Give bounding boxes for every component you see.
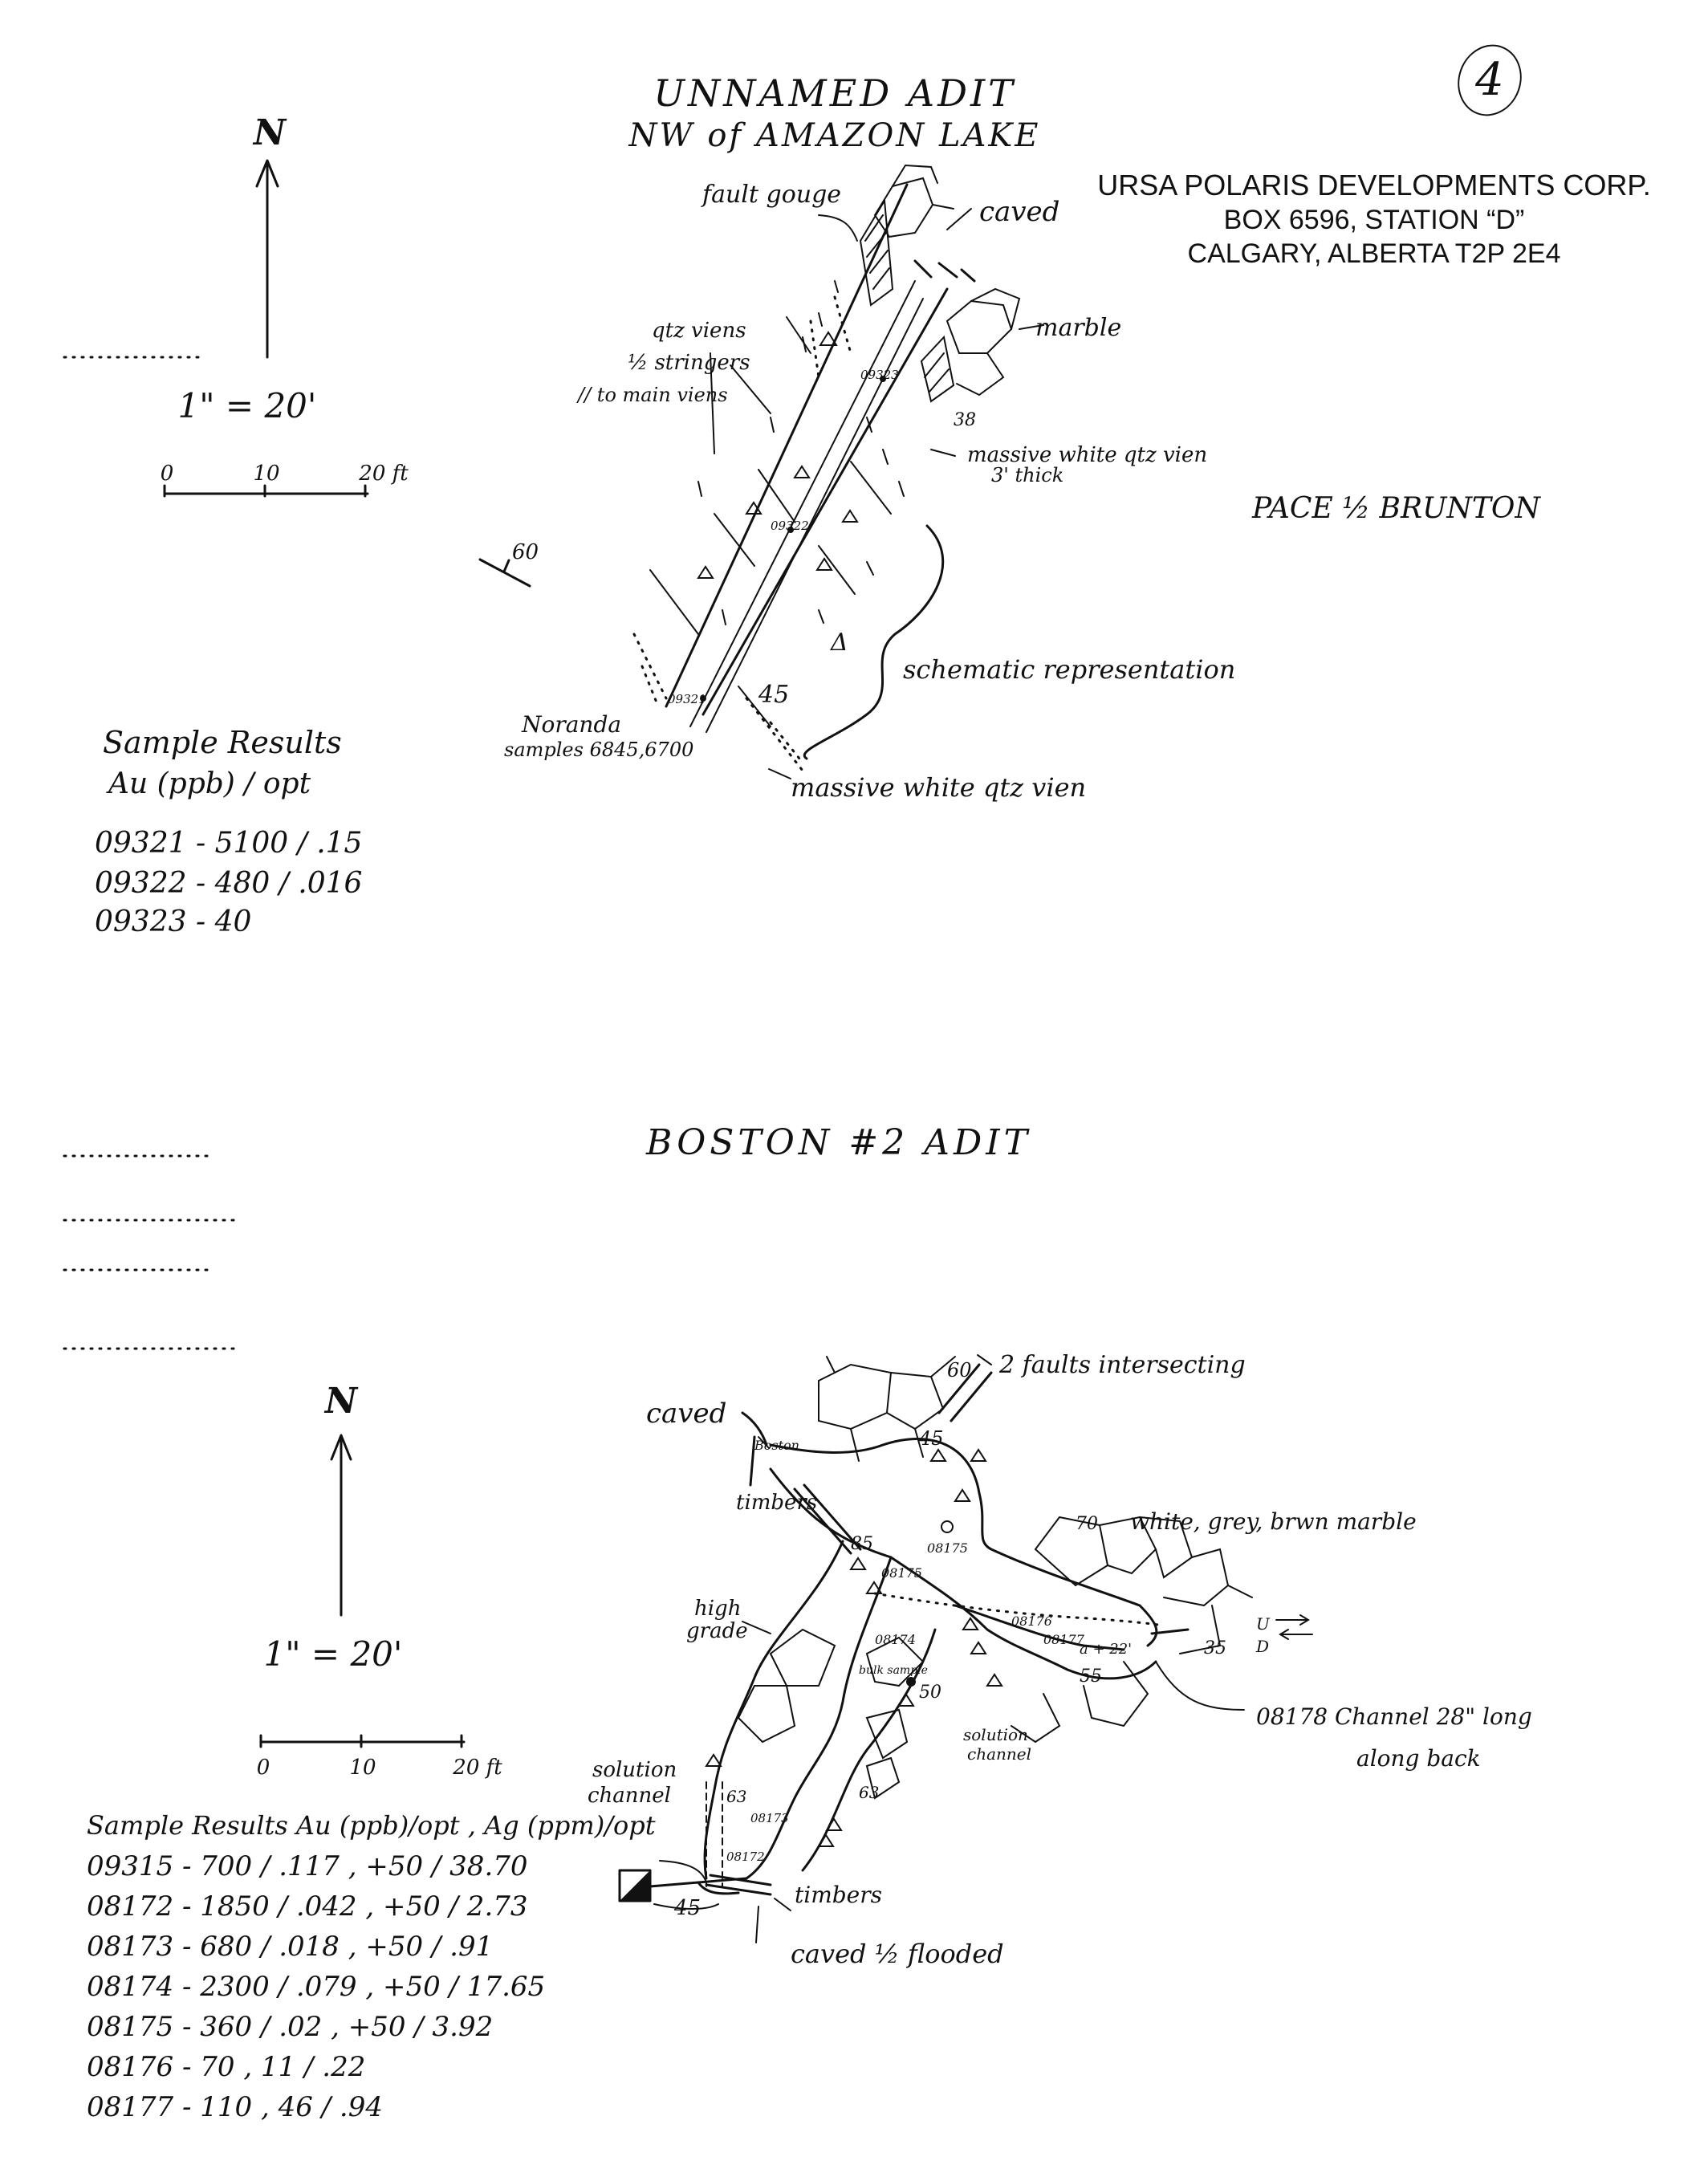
adit2-dip-63: 63 [726,1787,746,1806]
adit2-label-d: D [1255,1637,1269,1656]
adit1-dip-38: 38 [954,410,976,430]
adit2-dip-50: 50 [919,1683,941,1703]
adit1-subtitle: NW of AMAZON LAKE [628,117,1041,154]
adit1-scale-bar: 0 10 20 ft [161,462,409,498]
adit2-dip-63b: 63 [859,1783,879,1802]
adit2-dip-55: 55 [1080,1666,1102,1687]
adit1-results-title: Sample Results [103,725,342,760]
adit1-dip-45: 45 [758,681,789,709]
company-block: URSA POLARIS DEVELOPMENTS CORP. BOX 6596… [1097,169,1651,269]
adit1-results-units: Au (ppb) / opt [106,767,311,800]
adit2-plan-drawing [618,1354,1313,1943]
adit2-label-high: high [694,1597,741,1621]
adit2-dip-35: 35 [1204,1638,1226,1658]
adit1-label-massive-vein-1: massive white qtz vien [967,443,1207,467]
adit2-result-row: 08173 - 680 / .018 , +50 / .91 [87,1931,493,1963]
adit2-label-solution-channel-mid-1: solution [963,1725,1028,1744]
adit2-sample-boston: Boston [754,1438,799,1453]
adit2-label-solution-channel-left-1: solution [592,1758,677,1782]
adit2-sample-08176: 08176 [1011,1613,1052,1629]
adit1-label-caved: caved [979,196,1059,228]
adit2-label-timbers-top: timbers [736,1491,817,1515]
adit1-label-fault-gouge: fault gouge [701,181,841,209]
adit2-scale-bar: 0 10 20 ft [257,1734,502,1780]
adit2-label-bulk: bulk sample [859,1664,928,1677]
adit2-result-row: 08177 - 110 , 46 / .94 [87,2091,383,2123]
adit2-label-u: U [1256,1614,1271,1634]
adit2-dip-85: 85 [851,1534,873,1554]
adit2-label-timbers-bottom: timbers [795,1882,882,1908]
adit1-north-arrow: N [252,112,287,359]
adit2-title: BOSTON #2 ADIT [645,1122,1031,1163]
page-number: 4 [1474,54,1504,106]
adit2-dip-45b: 45 [673,1896,701,1920]
adit2-label-solution-channel-mid-2: channel [967,1744,1031,1764]
adit1-sample-09322-label: 09322 [771,519,809,533]
adit2-sample-08178: a + 22' [1080,1641,1132,1658]
adit1-sample-09321-label: 09321 [668,692,706,706]
adit2-results-title: Sample Results Au (ppb)/opt , Ag (ppm)/o… [87,1810,656,1841]
adit2-sample-08172: 08172 [726,1849,765,1864]
adit1-label-qtz-veins-3: // to main viens [576,384,728,406]
survey-method: PACE ½ BRUNTON [1251,492,1541,525]
adit1-label-noranda-1: Noranda [521,711,621,738]
adit2-label-marble: white, grey, brwn marble [1130,1508,1417,1535]
adit2-label-faults: 2 faults intersecting [998,1351,1246,1379]
adit1-result-row: 09322 - 480 / .016 [95,867,362,900]
adit1-plan-drawing: 09323 09322 09321 38 45 Δ [632,164,1044,779]
adit1-label-noranda-2: samples 6845,6700 [504,739,693,761]
adit1-label-marble: marble [1035,314,1121,342]
company-address-line2: CALGARY, ALBERTA T2P 2E4 [1188,238,1561,269]
adit1-result-row: 09321 - 5100 / .15 [95,827,362,860]
adit2-scale-tick-20: 20 ft [452,1756,502,1780]
adit1-strike-dip-symbol: 60 [478,540,539,588]
adit2-label-grade: grade [686,1619,748,1643]
adit2-sample-08174: 08174 [875,1632,916,1647]
adit2-sample-results: Sample Results Au (ppb)/opt , Ag (ppm)/o… [87,1810,656,2123]
adit1-scale-tick-0: 0 [161,462,174,486]
adit1-label-schematic: schematic representation [903,654,1235,685]
company-name: URSA POLARIS DEVELOPMENTS CORP. [1097,169,1651,201]
adit1-scale-ratio: 1" = 20' [178,386,317,425]
adit2-scale-tick-10: 10 [349,1756,376,1780]
page-number-mark: 4 [1458,44,1522,116]
adit1-label-qtz-veins-1: qtz viens [652,319,746,343]
adit2-result-row: 08172 - 1850 / .042 , +50 / 2.73 [87,1890,528,1923]
adit1-strike-dip-value: 60 [512,540,539,564]
adit1-vein-symbol: Δ [830,629,848,657]
adit1-label-massive-vein-bottom: massive white qtz vien [791,772,1086,803]
adit1-label-qtz-veins-2: ½ stringers [628,351,750,375]
adit1-result-row: 09323 - 40 [95,905,251,938]
adit2-result-row: 08174 - 2300 / .079 , +50 / 17.65 [87,1971,545,2003]
adit2-label-solution-channel-left-2: channel [588,1784,671,1808]
adit2-sample-08177: 08177 [1043,1632,1085,1647]
adit1-sample-results: Sample Results Au (ppb) / opt 09321 - 51… [95,725,362,938]
adit1-sample-09323-label: 09323 [860,368,899,382]
adit1-label-massive-vein-2: 3' thick [991,464,1063,486]
adit1-scale-tick-20: 20 ft [358,462,409,486]
adit2-north-label: N [323,1381,359,1422]
adit2-north-arrow: N [323,1381,359,1617]
adit2-result-row: 08175 - 360 / .02 , +50 / 3.92 [87,2011,493,2043]
adit1-scale-tick-10: 10 [253,462,279,486]
adit2-dip-45a: 45 [918,1427,944,1450]
adit2-sample-08175: 08175 [927,1540,968,1556]
adit2-label-channel-2: along back [1356,1745,1481,1772]
adit2-sample-08175b: 08175 [881,1565,922,1581]
adit2-label-caved: caved [646,1398,726,1430]
adit2-result-row: 08176 - 70 , 11 / .22 [87,2051,365,2083]
adit2-scale-tick-0: 0 [257,1756,270,1780]
adit2-scale-ratio: 1" = 20' [264,1634,403,1674]
company-address-line1: BOX 6596, STATION “D” [1224,205,1525,235]
adit1-north-label: N [252,112,287,153]
adit2-result-row: 09315 - 700 / .117 , +50 / 38.70 [87,1850,528,1882]
adit2-label-caved-flooded: caved ½ flooded [791,1939,1004,1969]
adit2-sample-08173: 08173 [750,1811,789,1825]
adit1-title: UNNAMED ADIT [653,71,1016,115]
adit2-label-channel-1: 08178 Channel 28" long [1256,1703,1532,1730]
adit2-dip-60: 60 [947,1359,972,1382]
adit2-dip-70: 70 [1076,1514,1098,1534]
